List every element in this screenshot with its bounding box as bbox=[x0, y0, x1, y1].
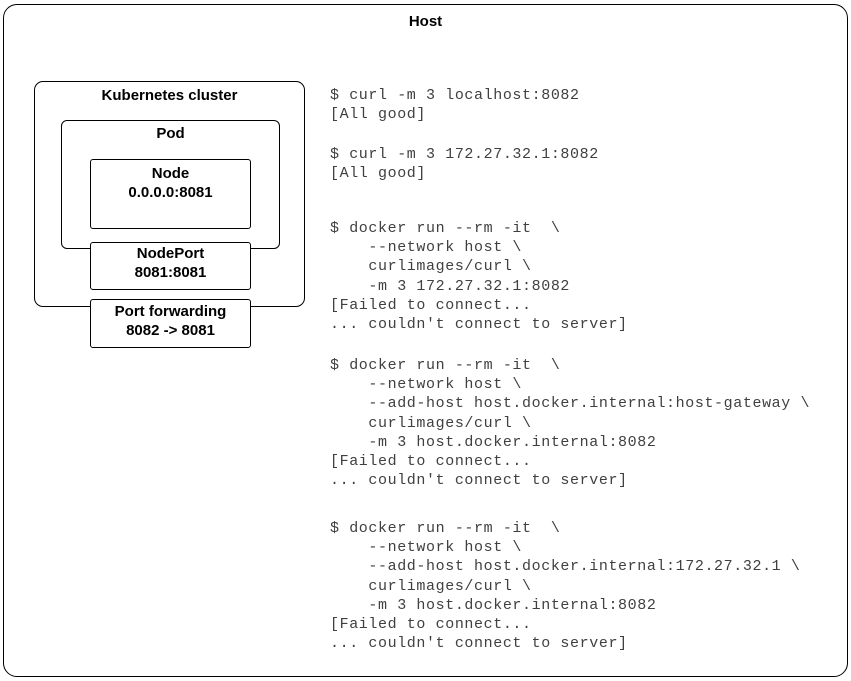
nodeport-box: NodePort 8081:8081 bbox=[90, 242, 251, 290]
terminal-block-docker-addhost-ip: $ docker run --rm -it \ --network host \… bbox=[330, 520, 801, 653]
port-forwarding-title: Port forwarding bbox=[114, 303, 227, 320]
terminal-block-curl-host-ip: $ curl -m 3 172.27.32.1:8082 [All good] bbox=[330, 146, 599, 183]
node-address: 0.0.0.0:8081 bbox=[128, 183, 213, 201]
kubernetes-cluster-label: Kubernetes cluster bbox=[101, 87, 238, 104]
nodeport-title: NodePort bbox=[136, 245, 205, 262]
nodeport-mapping: 8081:8081 bbox=[134, 263, 207, 281]
port-forwarding-mapping: 8082 -> 8081 bbox=[126, 321, 215, 339]
node-box: Node 0.0.0.0:8081 bbox=[90, 159, 251, 229]
host-label: Host bbox=[408, 13, 443, 30]
terminal-block-docker-host-ip: $ docker run --rm -it \ --network host \… bbox=[330, 220, 628, 334]
pod-label: Pod bbox=[156, 125, 185, 142]
terminal-block-docker-host-gateway: $ docker run --rm -it \ --network host \… bbox=[330, 357, 811, 490]
node-title: Node bbox=[151, 165, 190, 182]
terminal-block-curl-localhost: $ curl -m 3 localhost:8082 [All good] bbox=[330, 87, 580, 124]
port-forwarding-box: Port forwarding 8082 -> 8081 bbox=[90, 299, 251, 348]
